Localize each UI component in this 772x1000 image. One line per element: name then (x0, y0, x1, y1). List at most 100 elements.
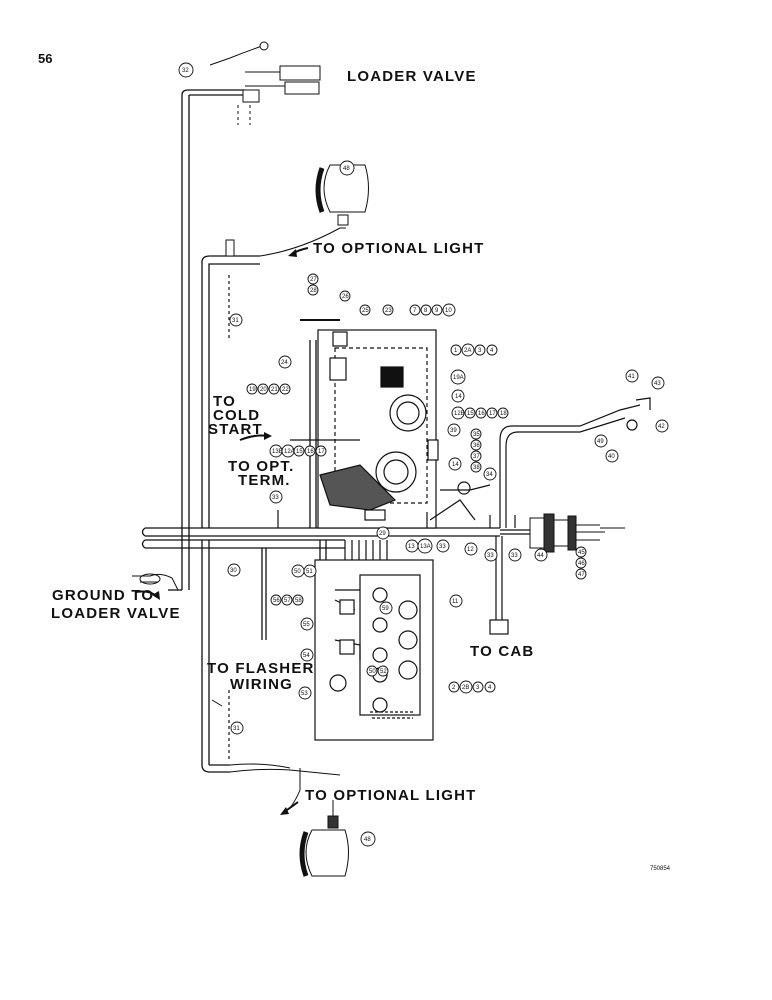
callout-17-right: 17 (486, 407, 498, 419)
svg-text:17: 17 (489, 411, 496, 417)
svg-text:58: 58 (295, 598, 302, 604)
svg-text:30: 30 (230, 568, 237, 574)
label-to-cold-start-3: START (208, 421, 263, 438)
callout-14-top: 14 (451, 389, 465, 403)
svg-text:33: 33 (487, 553, 494, 559)
label-to-cold-start-1: TO (213, 393, 236, 410)
svg-text:54: 54 (303, 653, 310, 659)
svg-text:22: 22 (282, 387, 289, 393)
svg-text:31: 31 (233, 726, 240, 732)
svg-text:14: 14 (452, 462, 459, 468)
svg-text:35: 35 (473, 432, 480, 438)
svg-text:31: 31 (232, 318, 239, 324)
label-ground-to: GROUND TO (52, 587, 154, 604)
svg-text:43: 43 (654, 381, 661, 387)
svg-text:44: 44 (537, 553, 544, 559)
svg-text:1: 1 (454, 348, 458, 354)
svg-text:9: 9 (435, 308, 439, 314)
svg-text:12B: 12B (454, 411, 465, 417)
callout-19: 19 (246, 383, 258, 395)
callout-8: 8 (420, 304, 432, 316)
callout-48-bottom: 48 (360, 831, 376, 847)
svg-text:15: 15 (296, 449, 303, 455)
label-to-opt-term-1: TO OPT. (228, 458, 294, 475)
callout-4: 4 (486, 344, 498, 356)
callout-41: 41 (625, 369, 639, 383)
callout-2b: 2B (459, 680, 473, 694)
callout-12: 12 (464, 542, 478, 556)
svg-text:14: 14 (455, 394, 462, 400)
svg-text:12: 12 (467, 547, 474, 553)
callout-52: 52 (377, 665, 389, 677)
callouts: 32 48 27 28 26 25 23 7 8 9 10 1 2A 3 4 2… (178, 62, 669, 847)
svg-text:4: 4 (488, 685, 492, 691)
svg-text:42: 42 (658, 424, 665, 430)
callout-55: 55 (300, 617, 314, 631)
callout-13b: 13B (269, 444, 283, 458)
callout-15-left: 15 (293, 445, 305, 457)
lower-instrument-panel (314, 540, 434, 741)
callout-58: 58 (292, 594, 304, 606)
figure-reference: 750854 (650, 866, 671, 872)
svg-text:38: 38 (473, 465, 480, 471)
label-loader-valve-ground: LOADER VALVE (51, 605, 181, 622)
svg-text:19: 19 (249, 387, 256, 393)
callout-26: 26 (339, 290, 351, 302)
callout-30: 30 (227, 563, 241, 577)
svg-text:48: 48 (343, 166, 350, 172)
svg-text:33: 33 (272, 495, 279, 501)
callout-36: 36 (470, 439, 482, 451)
svg-text:24: 24 (281, 360, 288, 366)
svg-text:26: 26 (342, 294, 349, 300)
svg-text:56: 56 (273, 598, 280, 604)
callout-39: 39 (447, 423, 461, 437)
svg-text:18: 18 (500, 411, 507, 417)
callout-7: 7 (409, 304, 421, 316)
svg-text:57: 57 (284, 598, 291, 604)
svg-text:28: 28 (310, 288, 317, 294)
svg-text:3: 3 (478, 348, 482, 354)
svg-text:45: 45 (578, 550, 585, 556)
callout-2a: 2A (461, 343, 475, 357)
callout-1: 1 (450, 344, 462, 356)
callout-9: 9 (431, 304, 443, 316)
callout-32: 32 (178, 62, 194, 78)
cab-connector-plug (529, 513, 625, 553)
svg-text:15: 15 (467, 411, 474, 417)
svg-text:37: 37 (473, 454, 480, 460)
callout-54: 54 (300, 648, 314, 662)
callout-11: 11 (449, 594, 463, 608)
callout-13: 13 (405, 539, 419, 553)
svg-text:25: 25 (362, 308, 369, 314)
svg-text:8: 8 (424, 308, 428, 314)
callout-31-top: 31 (229, 313, 243, 327)
callout-12a: 12A (281, 444, 295, 458)
callout-33-a: 33 (269, 490, 283, 504)
ground-connector (132, 573, 179, 591)
callout-10: 10 (442, 303, 456, 317)
callout-35: 35 (470, 428, 482, 440)
svg-text:48: 48 (364, 837, 371, 843)
svg-text:49: 49 (597, 439, 604, 445)
svg-text:3: 3 (476, 685, 480, 691)
callout-17-left: 17 (315, 445, 327, 457)
callout-12b: 12B (451, 406, 465, 420)
callout-25: 25 (359, 304, 371, 316)
callout-27: 27 (307, 273, 319, 285)
callout-53: 53 (298, 686, 312, 700)
callout-23: 23 (382, 304, 394, 316)
callout-15-right: 15 (464, 407, 476, 419)
callout-21: 21 (268, 383, 280, 395)
callout-31-bottom: 31 (230, 721, 244, 735)
svg-text:34: 34 (486, 472, 493, 478)
svg-text:40: 40 (608, 454, 615, 460)
callout-40: 40 (605, 449, 619, 463)
callout-3: 3 (474, 344, 486, 356)
callout-43: 43 (651, 376, 665, 390)
svg-text:20: 20 (260, 387, 267, 393)
svg-text:12A: 12A (284, 449, 295, 455)
svg-text:39: 39 (450, 428, 457, 434)
svg-text:10: 10 (445, 308, 452, 314)
svg-text:4: 4 (490, 348, 494, 354)
